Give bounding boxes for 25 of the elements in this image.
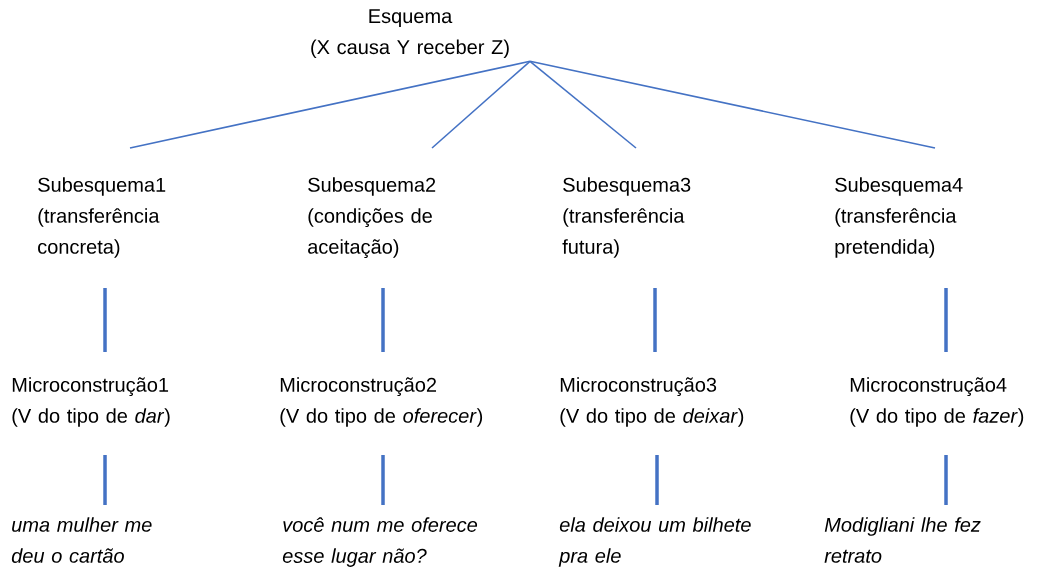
microconstruction-label: Microconstrução3 (V do tipo de deixar) <box>560 377 744 427</box>
connector-line <box>381 288 385 352</box>
example-sentence: você num me oferece esse lugar não? <box>282 517 478 567</box>
connector-line <box>129 60 531 149</box>
example-sentence: ela deixou um bilhete pra ele <box>558 517 751 567</box>
subschema-label: Subesquema4 (transferência pretendida) <box>835 177 963 258</box>
microconstruction-label: Microconstrução2 (V do tipo de oferecer) <box>280 377 483 427</box>
example-sentence: uma mulher me deu o cartão <box>11 517 152 563</box>
microconstruction-label: Microconstrução1 (V do tipo de dar) <box>12 377 170 427</box>
connector-line <box>653 288 657 352</box>
connector-line <box>381 455 385 505</box>
connector-line <box>103 455 107 505</box>
connector-line <box>944 455 948 505</box>
connector-line <box>655 455 659 505</box>
schema-label: Esquema (X causa Y receber Z) <box>311 9 509 59</box>
connector-line <box>529 60 936 149</box>
example-sentence: Modigliani lhe fez retrato <box>824 517 981 563</box>
microconstruction-label: Microconstrução4 (V do tipo de fazer) <box>850 377 1024 427</box>
connector-line <box>529 60 637 149</box>
connector-line <box>431 60 531 149</box>
subschema-label: Subesquema1 (transferência concreta) <box>38 177 166 258</box>
connector-line <box>103 288 107 352</box>
subschema-label: Subesquema2 (condições de aceitação) <box>308 177 436 258</box>
subschema-label: Subesquema3 (transferência futura) <box>562 177 691 258</box>
connector-line <box>944 288 948 352</box>
